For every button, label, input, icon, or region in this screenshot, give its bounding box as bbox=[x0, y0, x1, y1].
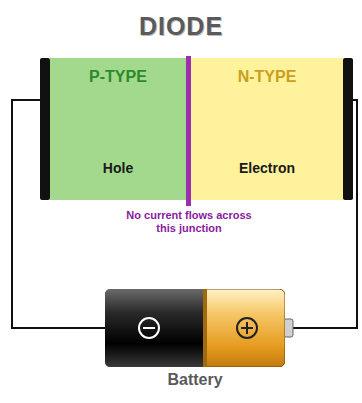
junction-note: No current flows across this junction bbox=[122, 209, 256, 235]
battery: Battery bbox=[105, 289, 285, 367]
p-type-region: P-TYPE Hole bbox=[50, 58, 186, 200]
battery-band bbox=[203, 289, 207, 367]
diagram-title: DIODE bbox=[0, 12, 362, 41]
region-heading: N-TYPE bbox=[191, 68, 343, 86]
battery-positive-half bbox=[105, 289, 285, 367]
battery-negative-half bbox=[105, 289, 205, 367]
positive-symbol bbox=[246, 322, 248, 334]
negative-symbol bbox=[139, 318, 159, 338]
carrier-label: Electron bbox=[191, 160, 343, 176]
diode-end-cap bbox=[40, 58, 50, 200]
region-heading: P-TYPE bbox=[50, 68, 186, 86]
diode-end-cap bbox=[343, 58, 353, 200]
n-type-region: N-TYPE Electron bbox=[191, 58, 343, 200]
battery-label: Battery bbox=[105, 371, 285, 389]
negative-symbol bbox=[143, 327, 155, 329]
carrier-label: Hole bbox=[50, 160, 186, 176]
battery-body bbox=[105, 289, 285, 367]
battery-terminal bbox=[284, 319, 293, 337]
positive-symbol bbox=[237, 318, 257, 338]
